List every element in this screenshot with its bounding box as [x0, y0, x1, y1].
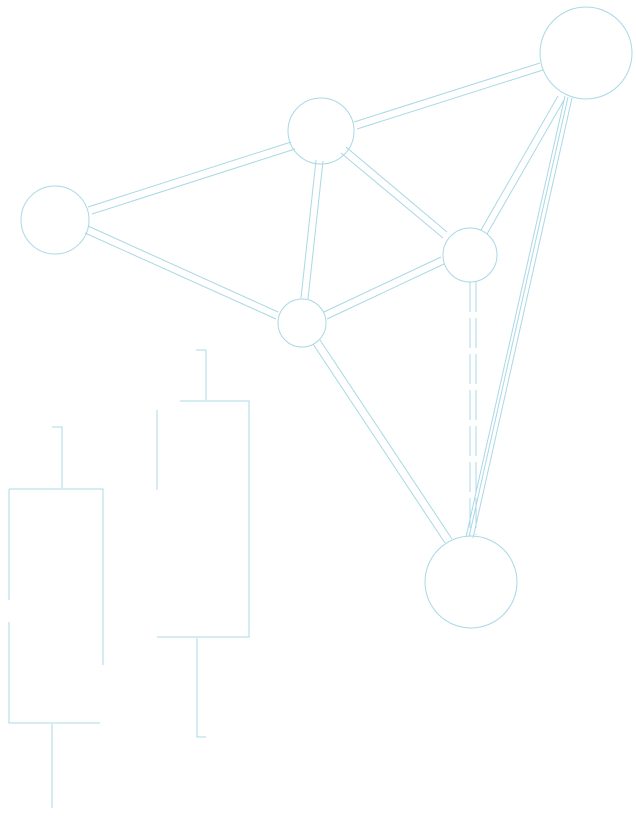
candle-upper-wick	[196, 349, 207, 400]
edge	[469, 282, 477, 535]
edge	[300, 159, 324, 300]
network-nodes	[20, 6, 633, 629]
node	[287, 97, 355, 165]
node	[442, 227, 498, 283]
node	[20, 185, 90, 255]
candle-body	[8, 488, 104, 724]
candle-body	[156, 400, 250, 638]
node	[539, 6, 633, 100]
edge	[323, 256, 445, 320]
candlestick-group	[8, 349, 250, 808]
candle-upper-wick	[52, 426, 63, 488]
network-graph	[20, 6, 633, 629]
candlestick	[156, 349, 250, 738]
edge	[468, 96, 569, 538]
edge	[312, 339, 453, 544]
node	[424, 535, 518, 629]
candlestick	[8, 426, 104, 808]
edge	[465, 95, 573, 539]
edge	[340, 146, 448, 239]
network-edges	[84, 62, 573, 544]
edge	[84, 225, 279, 320]
candle-lower-wick	[196, 638, 206, 738]
edge	[353, 62, 544, 130]
node	[277, 298, 327, 348]
edge	[87, 141, 296, 215]
edge	[480, 95, 565, 235]
